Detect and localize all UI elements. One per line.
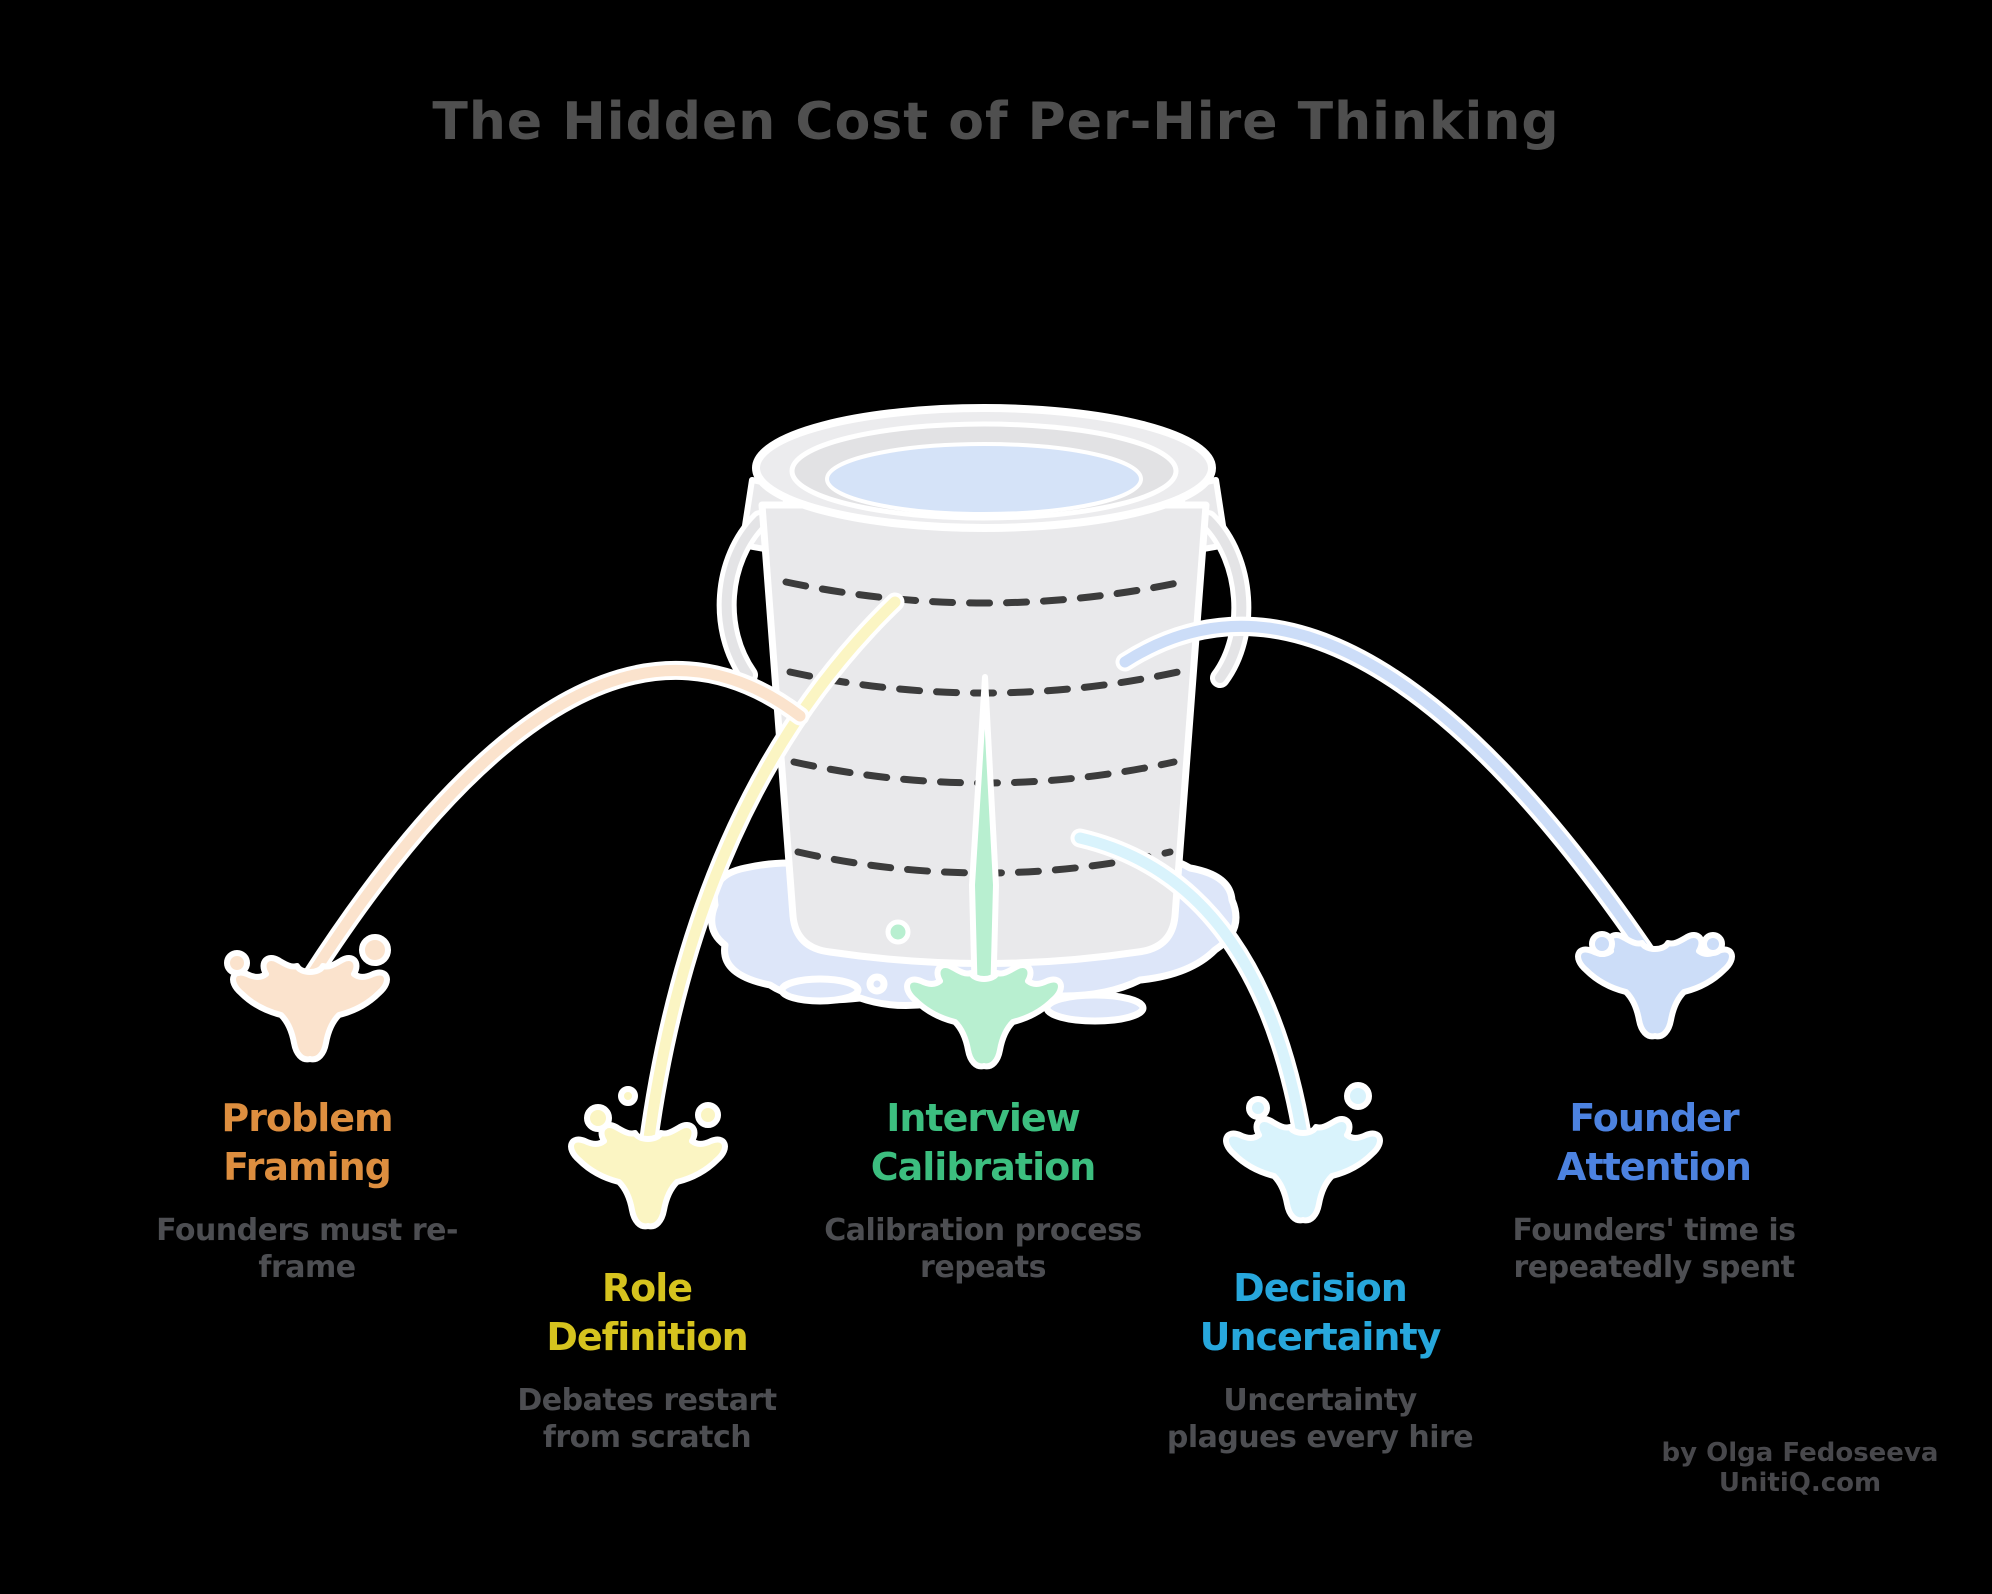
leak-label-decision-uncertainty: Decision Uncertainty xyxy=(1199,1266,1442,1359)
splash-droplet xyxy=(1344,1082,1372,1110)
stream-core xyxy=(1119,620,1654,961)
splashes xyxy=(224,931,1732,1226)
splash-droplet xyxy=(1246,1096,1270,1120)
stream-role-definition xyxy=(638,592,905,1155)
splash-droplet xyxy=(1701,932,1725,956)
splash-droplet xyxy=(618,1086,638,1106)
bucket-handle-left xyxy=(721,515,765,680)
leak-desc-founder-attention: Founders' time is repeatedly spent xyxy=(1512,1213,1796,1285)
stream-droplet xyxy=(885,919,911,945)
leak-desc-interview-calibration: Calibration process repeats xyxy=(824,1213,1142,1285)
stream-core xyxy=(304,665,806,984)
leak-desc-problem-framing: Founders must re- frame xyxy=(156,1213,458,1285)
splash-role-definition xyxy=(571,1086,725,1226)
page-title: The Hidden Cost of Per-Hire Thinking xyxy=(432,92,1560,152)
leak-label-problem-framing: Problem Framing xyxy=(221,1096,393,1189)
leak-desc-decision-uncertainty: Uncertainty plagues every hire xyxy=(1166,1383,1474,1455)
puddle-droplet xyxy=(866,973,888,995)
streams xyxy=(300,592,1658,1155)
splash-droplet xyxy=(695,1102,721,1128)
bucket-handle-right xyxy=(1203,515,1247,683)
dashed-line xyxy=(782,578,1186,607)
leak-label-founder-attention: Founder Attention xyxy=(1557,1096,1752,1189)
stream-founder-attention xyxy=(1115,616,1658,965)
splash-droplet xyxy=(584,1104,612,1132)
leak-desc-role-definition: Debates restart from scratch xyxy=(517,1383,777,1455)
bucket-water-surface xyxy=(825,442,1143,516)
splash-droplet xyxy=(1589,931,1615,957)
puddle-blob xyxy=(778,975,862,1005)
splash-founder-attention xyxy=(1578,931,1732,1036)
puddle-blob xyxy=(1043,991,1147,1025)
attribution: by Olga Fedoseeva UnitiQ.com xyxy=(1661,1438,1939,1498)
leak-label-interview-calibration: Interview Calibration xyxy=(870,1096,1097,1189)
stream-problem-framing xyxy=(300,661,810,988)
splash-decision-uncertainty xyxy=(1226,1082,1380,1220)
splash-droplet xyxy=(359,934,391,966)
stream-decision-uncertainty xyxy=(1070,828,1313,1150)
leak-label-role-definition: Role Definition xyxy=(546,1266,748,1359)
splash-problem-framing xyxy=(224,934,391,1059)
splash-droplet xyxy=(224,950,250,976)
stream-core xyxy=(642,596,901,1151)
stream-core xyxy=(1074,832,1309,1146)
